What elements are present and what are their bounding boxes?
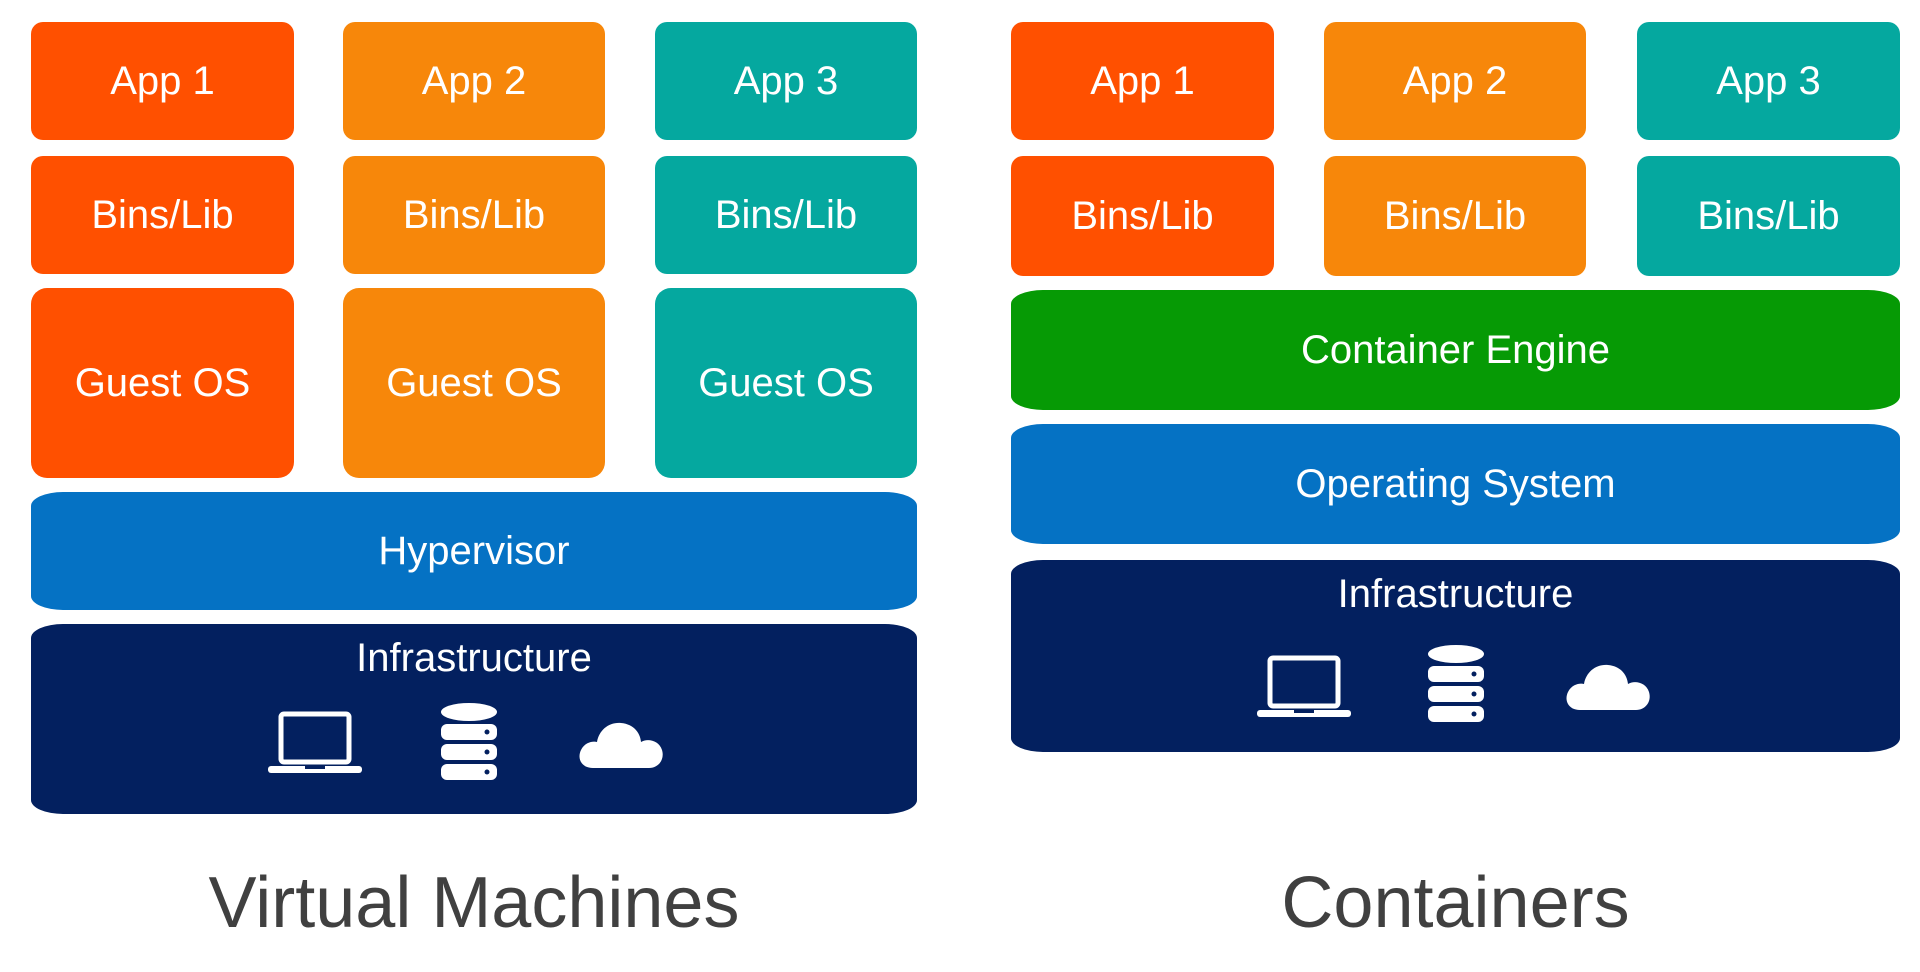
vm-infrastructure: Infrastructure (31, 624, 917, 814)
database-icon (441, 703, 497, 780)
vm-guest-os-1: Guest OS (31, 288, 294, 478)
vm-bins-2: Bins/Lib (343, 156, 605, 274)
cloud-icon (1566, 664, 1650, 710)
vm-app-2: App 2 (343, 22, 605, 140)
container-bins-1: Bins/Lib (1011, 156, 1274, 276)
container-app-1: App 1 (1011, 22, 1274, 140)
container-infrastructure-label: Infrastructure (1337, 572, 1574, 616)
vm-bins-1: Bins/Lib (31, 156, 294, 274)
containers-caption: Containers (1281, 863, 1630, 943)
vm-guest-os-3: Guest OS (655, 288, 917, 478)
container-bins-3: Bins/Lib (1637, 156, 1900, 276)
vm-infrastructure-label: Infrastructure (356, 636, 592, 680)
vm-guest-os-2: Guest OS (343, 288, 605, 478)
vm-app-3: App 3 (655, 22, 917, 140)
container-app-2: App 2 (1324, 22, 1586, 140)
vm-bins-3: Bins/Lib (655, 156, 917, 274)
container-engine-layer: Container Engine (1011, 290, 1900, 410)
vm-hypervisor: Hypervisor (31, 492, 917, 610)
laptop-icon (1257, 655, 1351, 717)
vm-caption: Virtual Machines (208, 863, 740, 943)
container-infrastructure: Infrastructure (1011, 560, 1900, 752)
container-app-3: App 3 (1637, 22, 1900, 140)
operating-system-layer: Operating System (1011, 424, 1900, 544)
container-bins-2: Bins/Lib (1324, 156, 1586, 276)
laptop-icon (268, 711, 362, 773)
vm-app-1: App 1 (31, 22, 294, 140)
cloud-icon (579, 722, 663, 768)
database-icon (1428, 645, 1484, 722)
